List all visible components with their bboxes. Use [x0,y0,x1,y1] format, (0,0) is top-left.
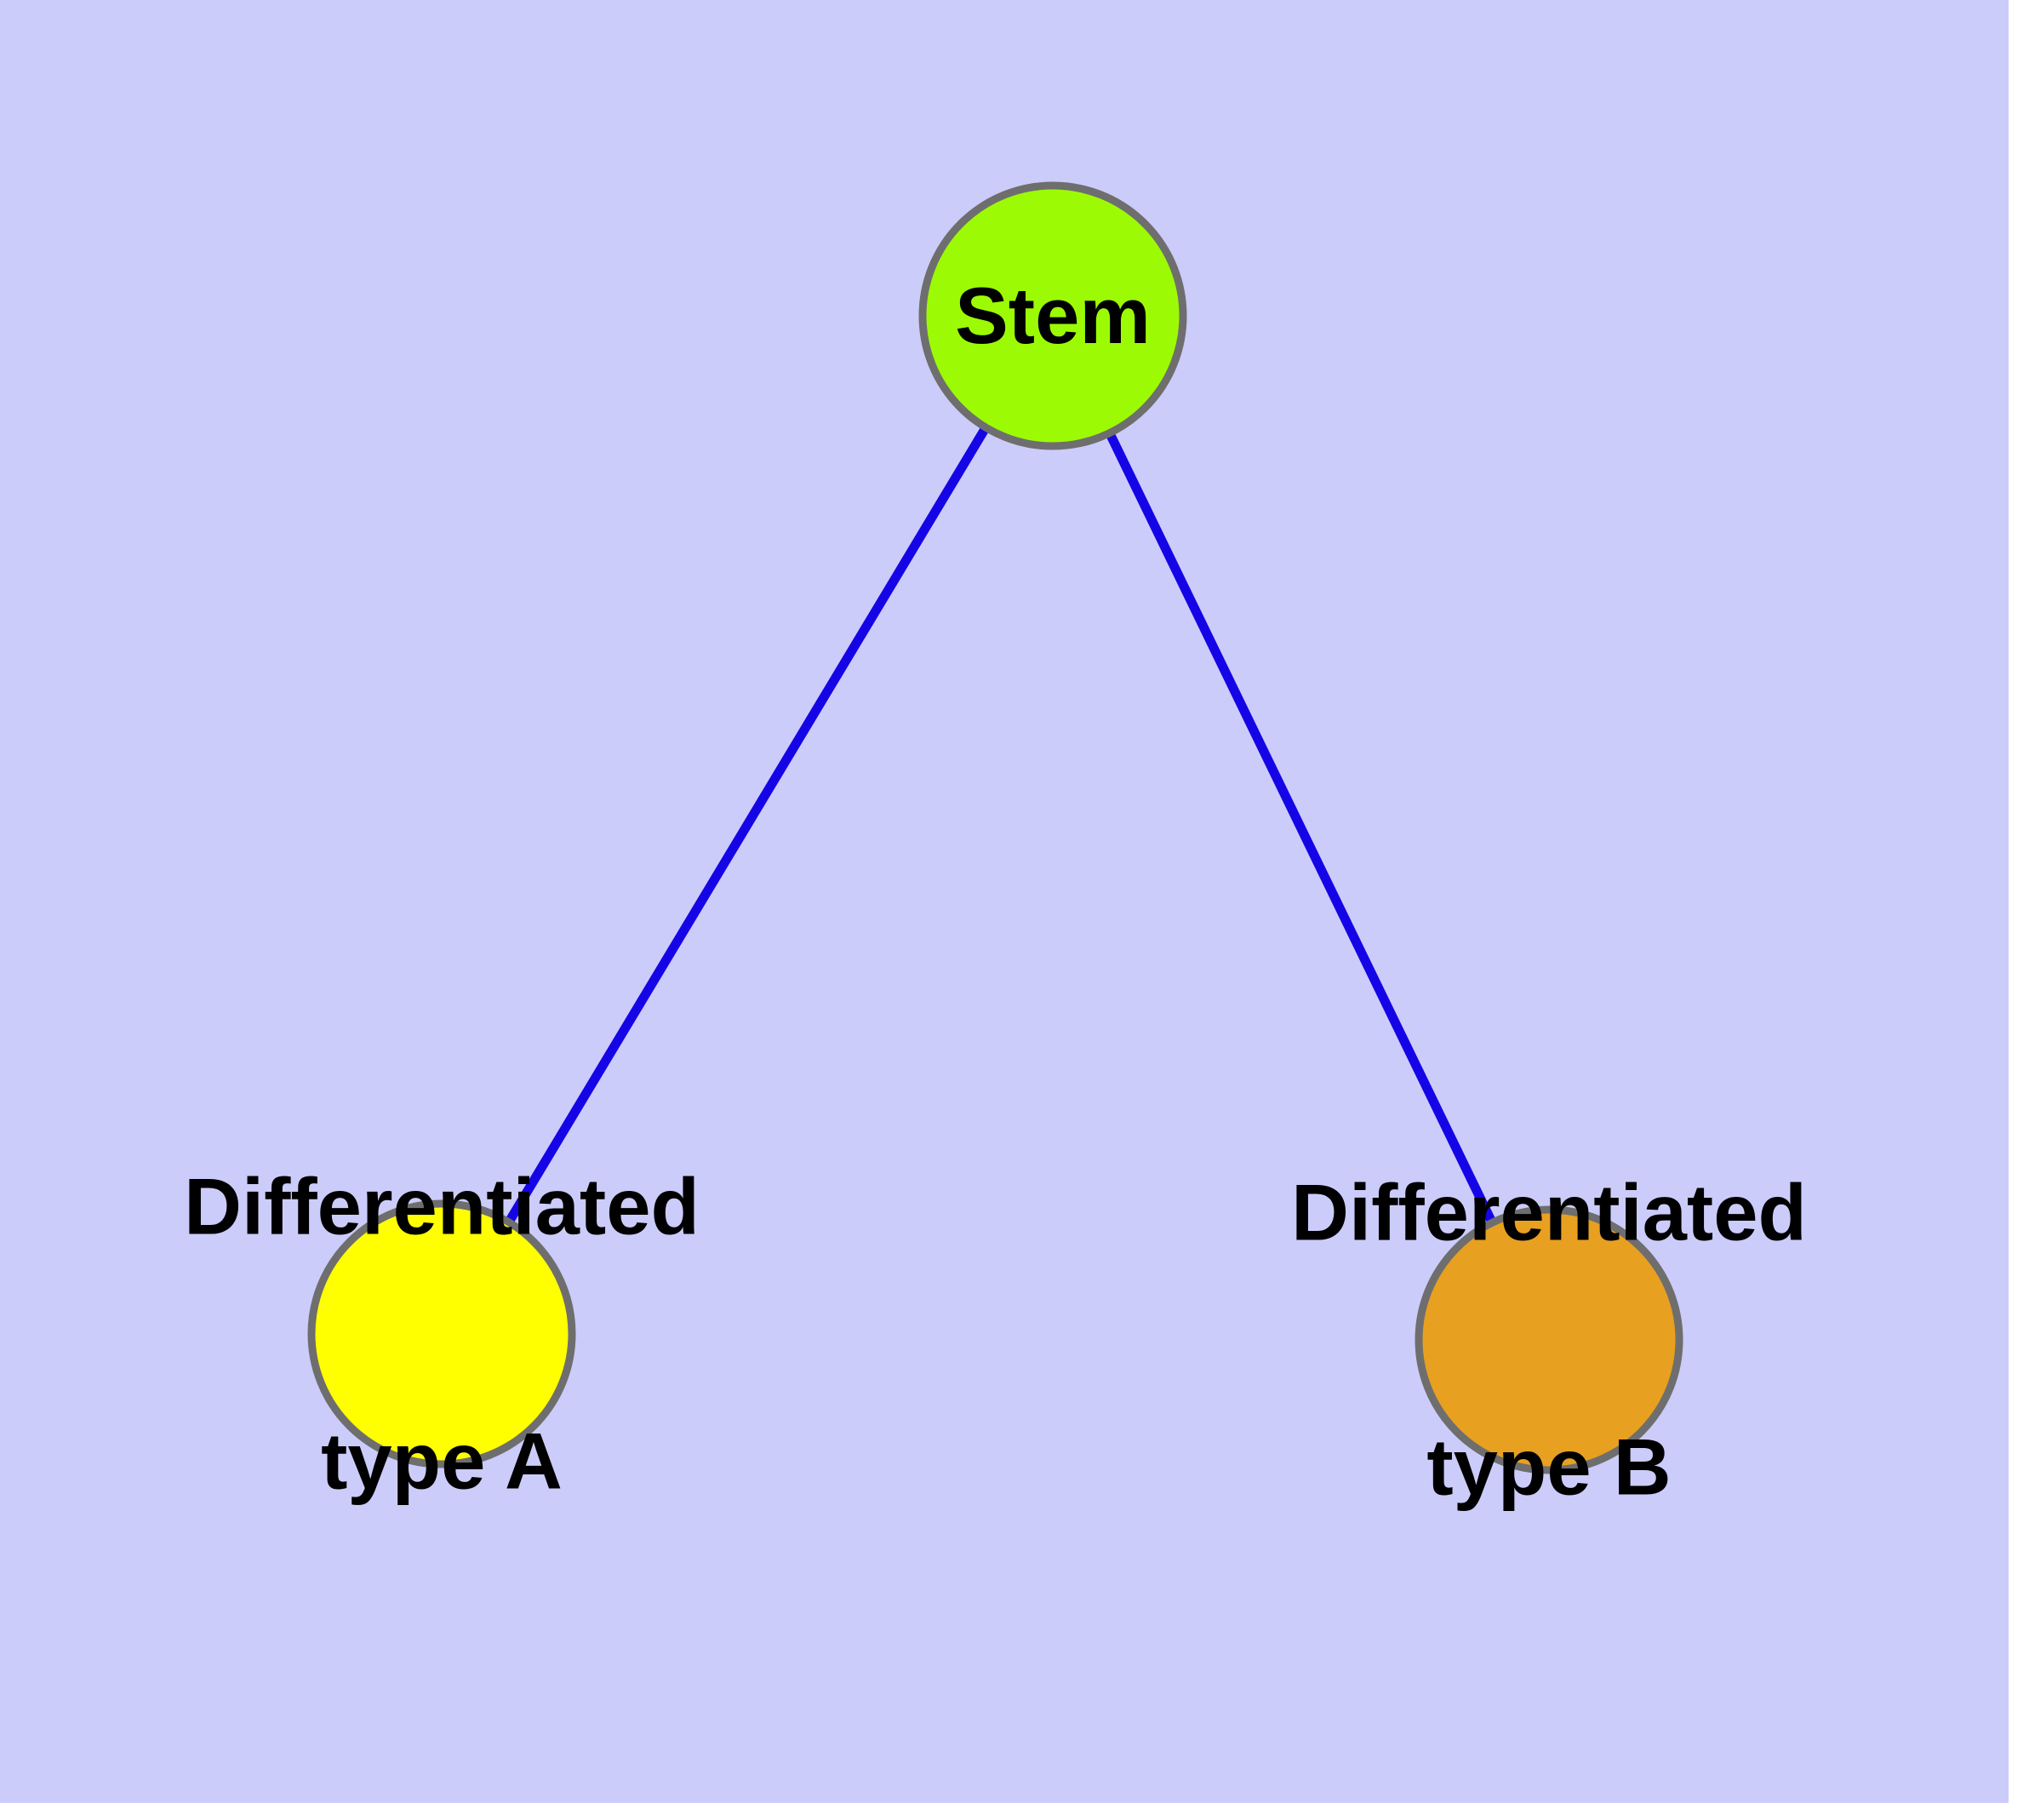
node-circle-diff-b[interactable] [1415,1205,1683,1474]
node-circle-stem[interactable] [918,181,1187,450]
edge-stem-to-diff-a[interactable] [437,313,1057,1336]
node-layer [307,181,1683,1474]
node-circle-diff-a[interactable] [307,1199,576,1468]
edge-layer [437,313,1553,1342]
edge-stem-to-diff-b[interactable] [1049,313,1553,1342]
